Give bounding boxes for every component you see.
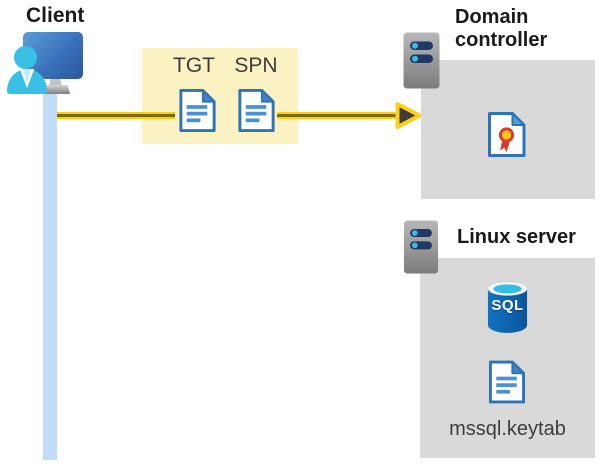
arrow-line-left — [57, 112, 175, 119]
user-shirt-shape — [23, 69, 31, 83]
sql-database-icon — [487, 282, 528, 333]
keytab-filename-label: mssql.keytab — [449, 418, 566, 440]
monitor-stand-base — [41, 85, 70, 94]
monitor-stand-neck — [49, 77, 62, 86]
spn-document-icon — [238, 88, 275, 133]
spn-label: SPN — [234, 54, 278, 77]
arrow-line-right — [277, 112, 400, 119]
server-icon — [403, 220, 439, 274]
linux-server-label: Linux server — [457, 226, 576, 248]
tgt-label: TGT — [173, 54, 215, 77]
server-icon — [403, 32, 440, 89]
arrow-stripe — [277, 114, 400, 117]
domain-controller-label: Domain controller — [455, 6, 548, 51]
keytab-document-icon — [488, 360, 526, 404]
client-label: Client — [26, 4, 85, 27]
client-connector-line — [43, 87, 57, 460]
sql-text-label: SQL — [491, 297, 524, 314]
user-icon — [14, 46, 37, 69]
arrowhead-icon — [395, 102, 422, 129]
tgt-document-icon — [179, 88, 216, 133]
arrow-stripe — [57, 114, 175, 117]
certificate-icon — [488, 112, 526, 157]
